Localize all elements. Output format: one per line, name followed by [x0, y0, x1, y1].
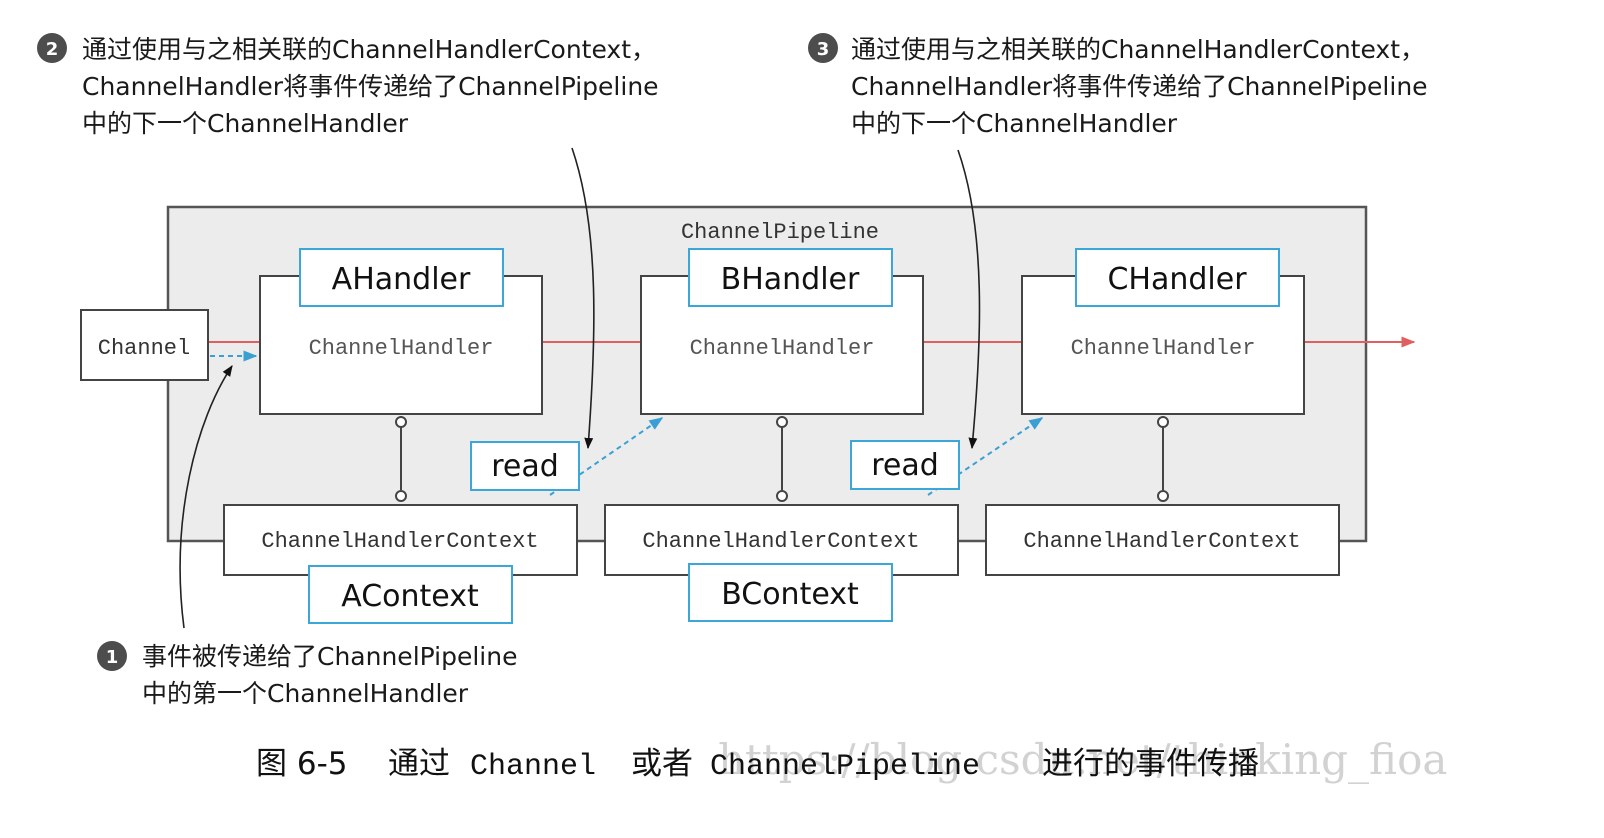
handler-a-connector-top-dot [395, 416, 407, 428]
annotation-2-line-3: 中的下一个ChannelHandler [82, 109, 409, 138]
handler-b-type-label: ChannelHandler [690, 336, 875, 361]
handler-b-name: BHandler [721, 262, 860, 297]
caption-text-3: 进行的事件传播 [1042, 746, 1259, 782]
context-a-name-box [308, 565, 513, 624]
handler-b-connector-bottom-dot [776, 490, 788, 502]
context-c-type-label: ChannelHandlerContext [1023, 529, 1300, 554]
read-label-a: read [491, 449, 559, 484]
annotation-2-pointer [571, 147, 595, 450]
caption-figure-number: 图 6-5 [256, 746, 348, 782]
context-a-name: AContext [341, 579, 479, 614]
annotation-3: 3 通过使用与之相关联的ChannelHandlerContext， Chann… [808, 33, 1428, 138]
annotation-2: 2 通过使用与之相关联的ChannelHandlerContext， Chann… [37, 33, 659, 138]
annotation-1-line-2: 中的第一个ChannelHandler [142, 679, 469, 708]
handler-c-group: ChannelHandler CHandler ChannelHandlerCo… [985, 248, 1340, 576]
handler-c-connector-top-dot [1157, 416, 1169, 428]
annotation-1-badge [97, 641, 127, 671]
context-c-box [985, 504, 1340, 576]
annotation-3-line-1: 通过使用与之相关联的ChannelHandlerContext， [851, 35, 1425, 64]
annotation-2-line-2: ChannelHandler将事件传递给了ChannelPipeline [82, 72, 659, 101]
annotation-2-badge [37, 33, 67, 63]
read-label-b: read [871, 448, 939, 483]
context-b-name-box [688, 563, 893, 622]
context-a-box [223, 504, 578, 576]
annotation-3-number: 3 [817, 39, 830, 60]
handler-c-type-label: ChannelHandler [1071, 336, 1256, 361]
pipeline-label: ChannelPipeline [681, 220, 879, 245]
caption-code-1: Channel [470, 750, 596, 784]
caption-code-2: ChannelPipeline [710, 750, 980, 784]
channel-box [80, 309, 209, 381]
caption-text-1: 通过 [388, 746, 450, 782]
annotation-3-badge [808, 33, 838, 63]
handler-c-connector-bottom-dot [1157, 490, 1169, 502]
annotation-1: 1 事件被传递给了ChannelPipeline 中的第一个ChannelHan… [97, 641, 517, 708]
figure-caption: 图 6-5 通过 Channel 或者 ChannelPipeline 进行的事… [256, 746, 1259, 784]
annotation-2-number: 2 [46, 39, 59, 60]
handler-b-connector-top-dot [776, 416, 788, 428]
watermark-text: https://blog.csdn.net/thinking_fioa [718, 735, 1447, 784]
context-a-type-label: ChannelHandlerContext [261, 529, 538, 554]
read-label-box-b [850, 440, 960, 490]
annotation-1-number: 1 [106, 647, 119, 668]
handler-c-name-box [1075, 248, 1280, 307]
handler-a-connector-bottom-dot [395, 490, 407, 502]
handler-a-type-label: ChannelHandler [309, 336, 494, 361]
handler-a-name: AHandler [332, 262, 471, 297]
handler-a-name-box [299, 248, 504, 307]
context-b-name: BContext [721, 577, 859, 612]
annotation-3-pointer [957, 149, 981, 450]
context-b-type-label: ChannelHandlerContext [642, 529, 919, 554]
annotation-3-line-3: 中的下一个ChannelHandler [851, 109, 1178, 138]
handler-b-name-box [688, 248, 893, 307]
handler-c-name: CHandler [1107, 262, 1247, 297]
caption-text-2: 或者 [631, 746, 693, 782]
annotation-3-line-2: ChannelHandler将事件传递给了ChannelPipeline [851, 72, 1428, 101]
annotation-2-line-1: 通过使用与之相关联的ChannelHandlerContext， [82, 35, 656, 64]
annotation-1-line-1: 事件被传递给了ChannelPipeline [142, 642, 517, 671]
handler-b-group: ChannelHandler BHandler ChannelHandlerCo… [604, 248, 959, 622]
annotation-1-pointer [179, 365, 233, 629]
handler-a-group: ChannelHandler AHandler ChannelHandlerCo… [223, 248, 578, 624]
read-label-box-a [470, 441, 580, 491]
channel-label: Channel [98, 336, 190, 361]
